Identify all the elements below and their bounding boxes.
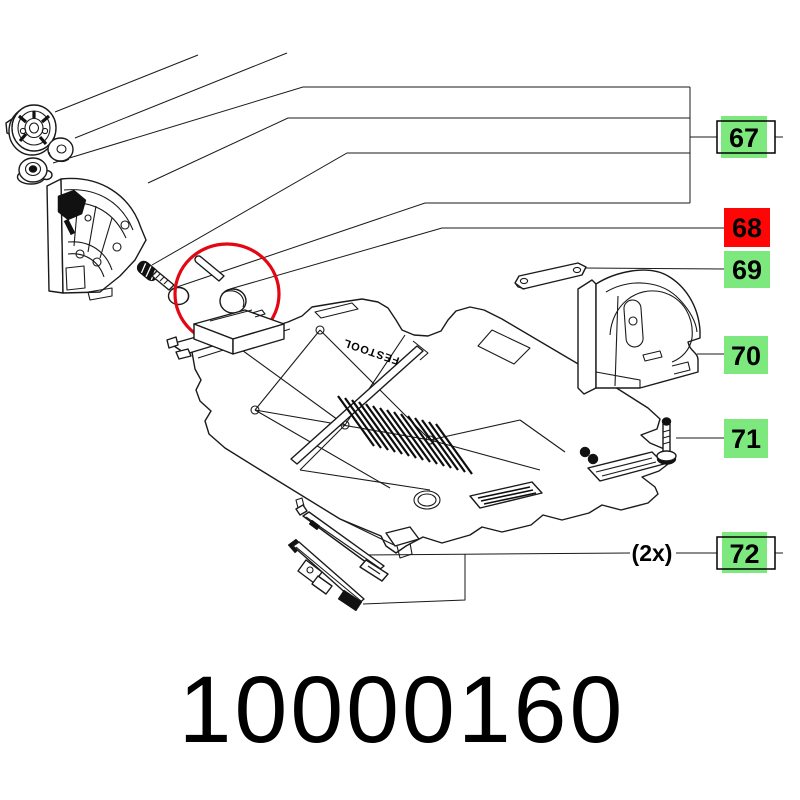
latch-rail-upper	[295, 497, 389, 582]
washer	[47, 137, 74, 162]
bearing-piece	[16, 157, 53, 185]
quantity-note: (2x)	[632, 540, 673, 566]
highlighted-pin	[194, 255, 247, 314]
leader-lines-67	[52, 52, 783, 288]
label-70-text: 70	[731, 341, 761, 371]
latch-rail-lower	[287, 538, 365, 612]
adjustment-knob	[5, 104, 57, 156]
guard-segment	[46, 177, 147, 301]
base-plate: FESTOOL	[166, 298, 673, 559]
leader-line-69	[582, 267, 725, 270]
part-number: 10000160	[179, 657, 626, 763]
flat-bar	[514, 262, 587, 290]
label-69-text: 69	[732, 255, 762, 285]
screw-71	[656, 417, 677, 465]
clamp-block	[166, 309, 285, 360]
label-72-text: 72	[729, 539, 759, 569]
leader-lines-72	[356, 552, 783, 605]
label-69[interactable]: 69	[724, 251, 770, 288]
label-71[interactable]: 71	[724, 419, 768, 458]
label-67-text: 67	[729, 123, 759, 153]
leader-line-68	[229, 227, 724, 290]
label-68-text: 68	[732, 213, 762, 243]
label-72[interactable]: 72	[716, 532, 776, 573]
cover-housing	[577, 269, 701, 395]
label-71-text: 71	[731, 424, 761, 454]
label-67[interactable]: 67	[716, 116, 776, 158]
label-68[interactable]: 68	[724, 208, 770, 247]
pivot-screw	[151, 270, 190, 306]
label-70[interactable]: 70	[724, 336, 768, 374]
